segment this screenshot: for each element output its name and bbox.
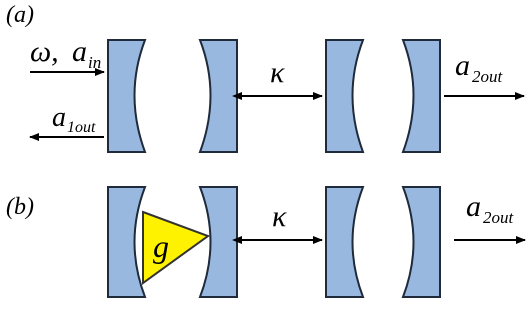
input-amplitude-subscript: in: [88, 53, 101, 72]
mirror-4-icon: [401, 186, 441, 298]
mirror-2-icon: [198, 186, 238, 298]
panel-a-label: (a): [6, 2, 34, 28]
mirror-4-icon: [401, 39, 441, 153]
output-amplitude-subscript: 2out: [472, 67, 504, 86]
input-omega-label: ω,: [30, 35, 59, 68]
coupling-kappa-label: κ: [270, 56, 285, 89]
gain-label: g: [153, 228, 169, 264]
panel-a: (a) ω, a in a 1out κ a 2out: [6, 2, 525, 153]
output-amplitude-label: a: [455, 49, 470, 82]
mirror-1-icon: [107, 186, 147, 298]
mirror-3-icon: [325, 39, 365, 153]
gain-medium-triangle-icon: [142, 210, 211, 285]
mirror-2-icon: [198, 39, 238, 153]
mirror-3-icon: [325, 186, 365, 298]
mirror-1-icon: [107, 39, 147, 153]
panel-b-label: (b): [6, 194, 34, 220]
reflected-amplitude-subscript: 1out: [67, 119, 96, 136]
reflected-amplitude-label: a: [52, 102, 66, 133]
output-amplitude-label: a: [466, 190, 481, 223]
coupling-kappa-label: κ: [272, 200, 287, 233]
output-amplitude-subscript: 2out: [483, 208, 515, 227]
input-amplitude-label: a: [72, 35, 87, 68]
panel-b: (b) g κ a 2out: [6, 186, 526, 298]
